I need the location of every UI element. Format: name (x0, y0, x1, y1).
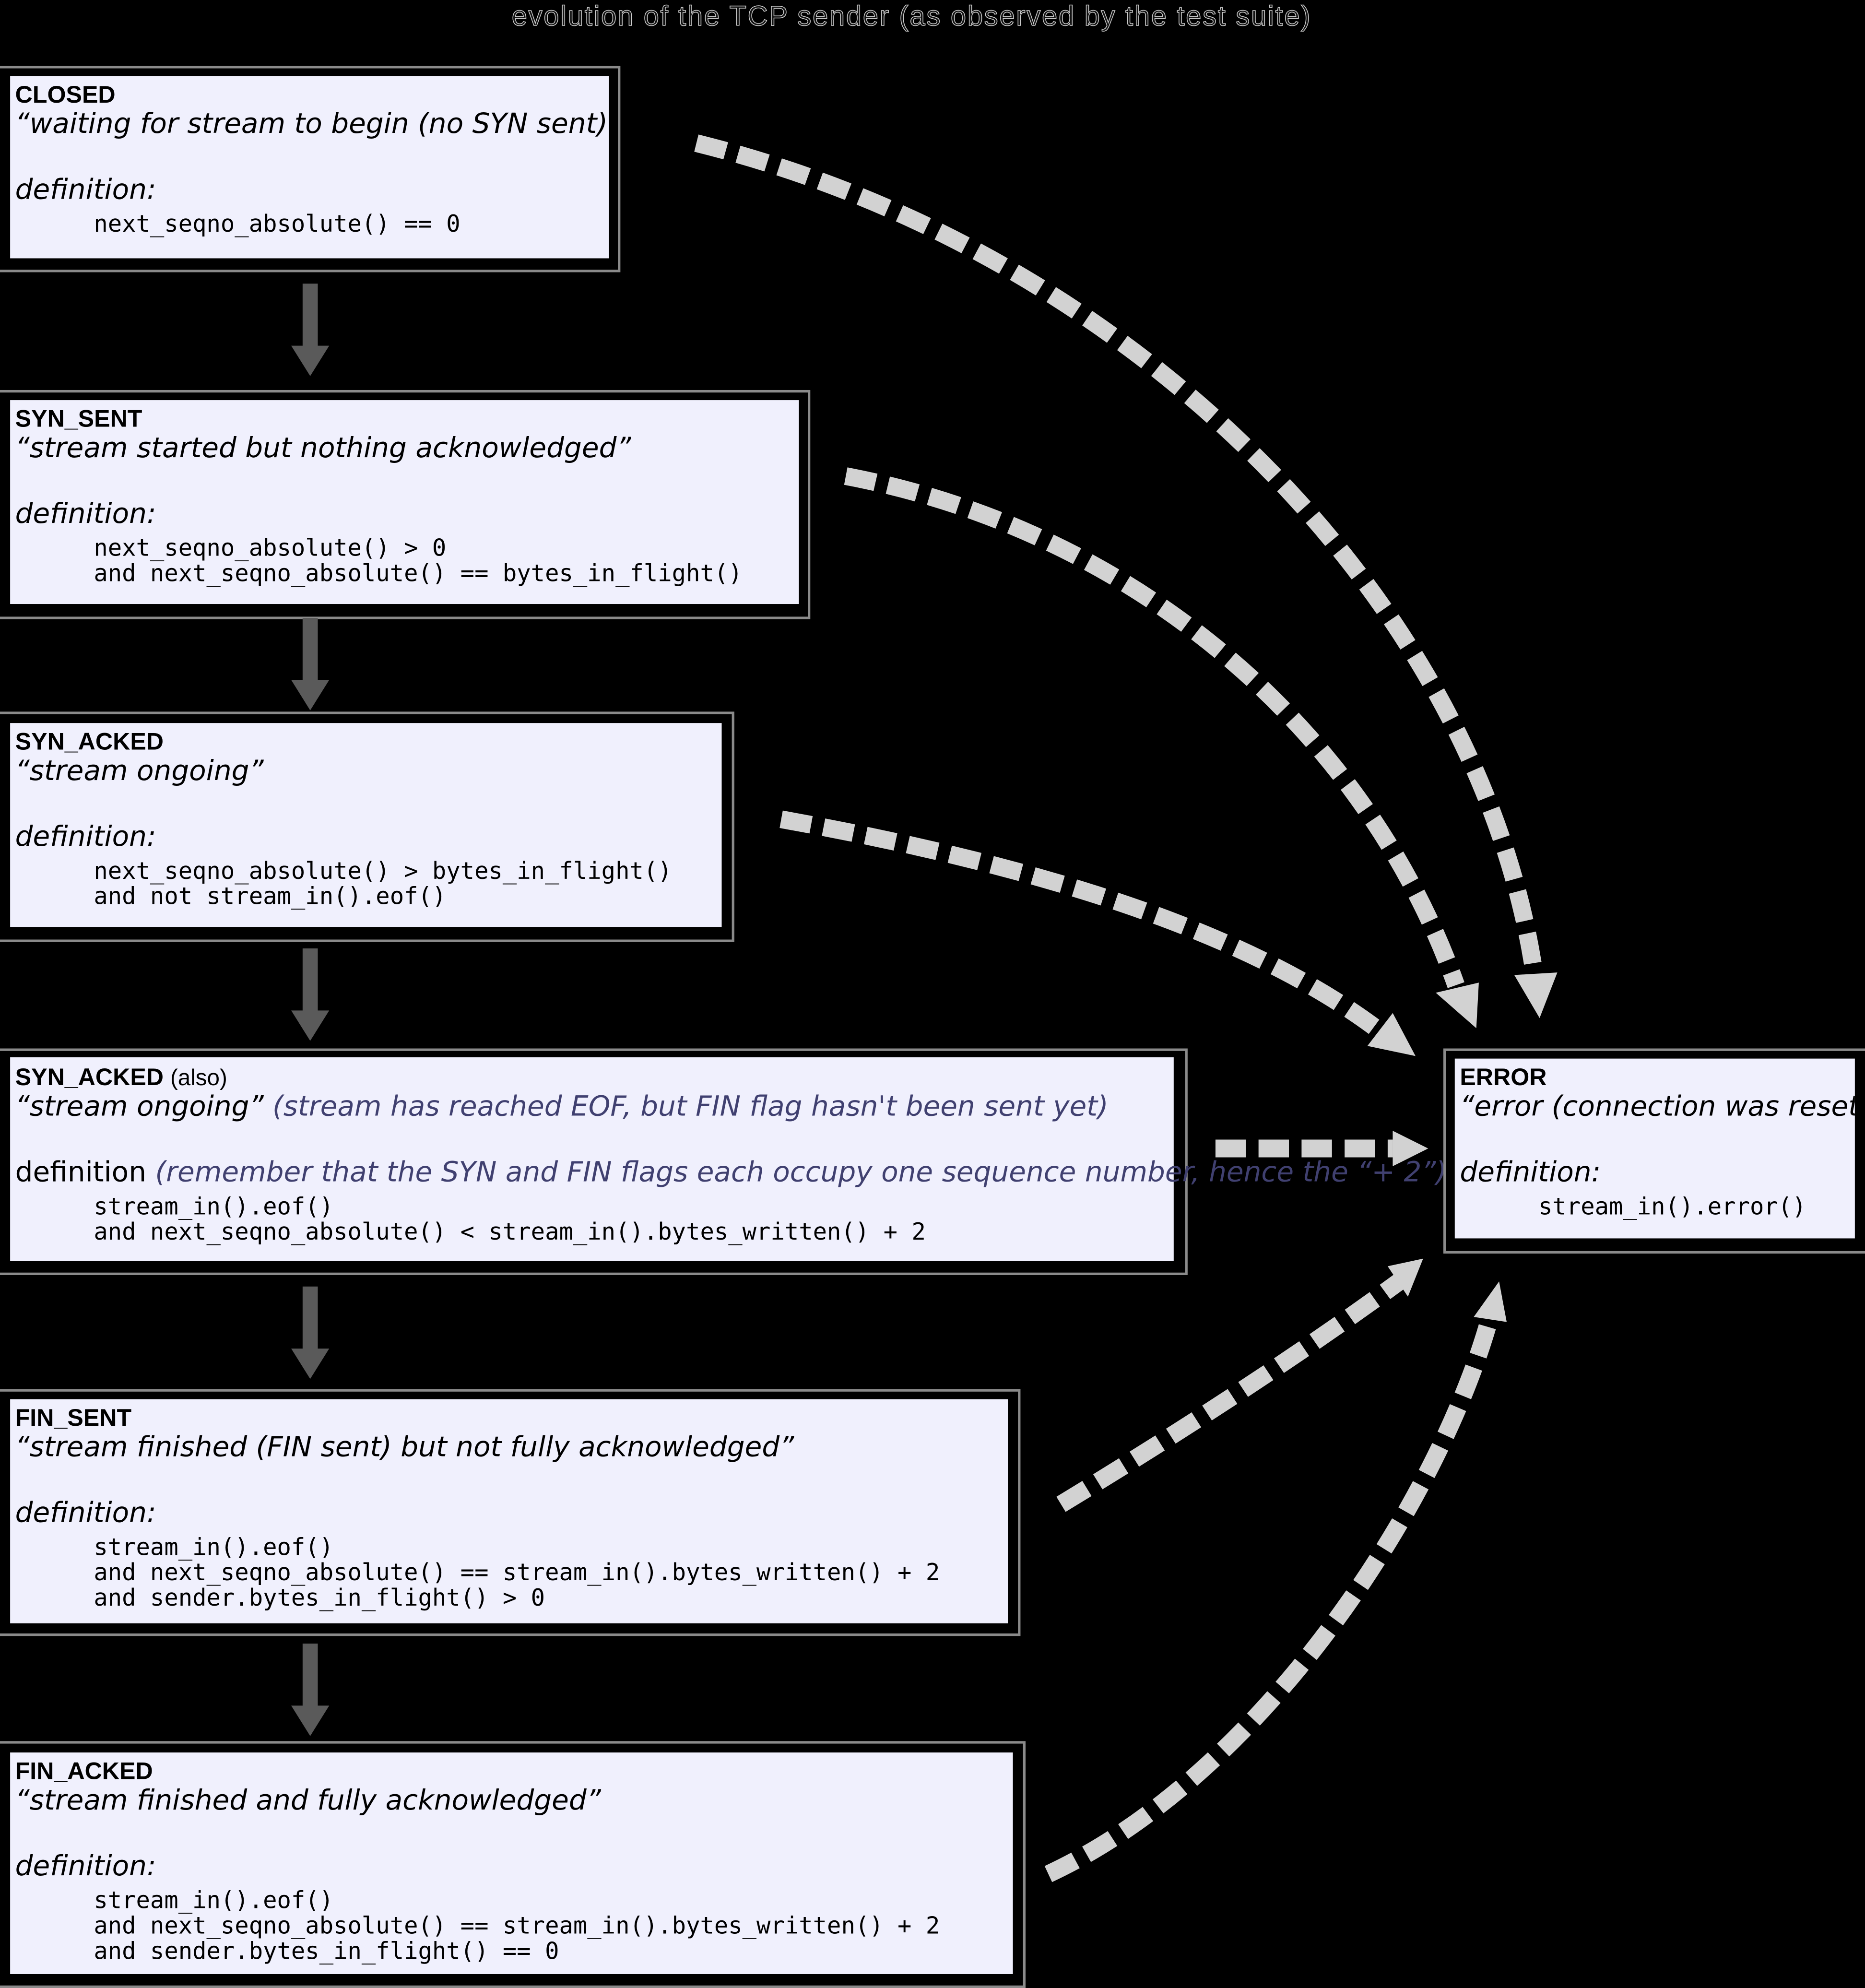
definition-line: next_seqno_absolute() == 0 (94, 211, 460, 238)
definition-lines: next_seqno_absolute() == 0 (94, 211, 609, 238)
state-description-row: “stream ongoing” (stream has reached EOF… (15, 1091, 1174, 1124)
definition-line: and next_seqno_absolute() == stream_in()… (94, 1560, 940, 1587)
definition-label-row: definition (remember that the SYN and FI… (15, 1157, 1456, 1189)
definition-lines: next_seqno_absolute() > 0 and next_seqno… (94, 535, 799, 588)
state-description: “waiting for stream to begin (no SYN sen… (15, 108, 609, 141)
definition-label: definition (15, 1157, 147, 1189)
dashed-transition-arrow (1215, 1131, 1428, 1166)
definition-line: next_seqno_absolute() > bytes_in_flight(… (94, 858, 672, 886)
state-name: SYN_ACKED (15, 729, 164, 756)
definition-line: stream_in().eof() (94, 1888, 334, 1915)
definition-label: definition: (1460, 1157, 1601, 1189)
state-syn-sent: SYN_SENT “stream started but nothing ack… (10, 400, 799, 604)
state-fin-sent: FIN_SENT “stream finished (FIN sent) but… (10, 1399, 1008, 1623)
definition-lines: stream_in().eof() and next_seqno_absolut… (94, 1535, 1008, 1612)
definition-lines: next_seqno_absolute() > bytes_in_flight(… (94, 858, 721, 911)
state-error: ERROR “error (connection was reset)” def… (1454, 1058, 1855, 1239)
state-description: “error (connection was reset)” (1460, 1091, 1855, 1124)
solid-transition-arrow (291, 1286, 330, 1379)
definition-line: stream_in().eof() (94, 1535, 334, 1562)
dashed-transition-arrow (779, 810, 1416, 1056)
state-closed: CLOSED “waiting for stream to begin (no … (10, 76, 609, 259)
solid-transition-arrow (291, 948, 330, 1041)
definition-lines: stream_in().error() (1538, 1195, 1855, 1221)
definition-label: definition: (15, 1498, 156, 1530)
state-description: “stream finished (FIN sent) but not full… (15, 1432, 794, 1464)
solid-transition-arrow (291, 618, 330, 710)
state-name-extra: (also) (170, 1065, 227, 1090)
definition-label: definition: (15, 175, 156, 207)
state-syn-acked-also: SYN_ACKED (also) “stream ongoing” (strea… (10, 1057, 1456, 1261)
definition-lines: stream_in().eof() and next_seqno_absolut… (94, 1195, 1173, 1246)
state-description: “stream started but nothing acknowledged… (15, 433, 631, 465)
definition-line: and not stream_in().eof() (94, 884, 447, 911)
dashed-transition-arrow (694, 134, 1558, 1018)
state-name: SYN_ACKED (15, 1065, 164, 1092)
state-name: CLOSED (15, 82, 116, 109)
state-description: “stream finished and fully acknowledged” (15, 1785, 601, 1817)
definition-line: next_seqno_absolute() > 0 (94, 535, 447, 562)
definition-line: and next_seqno_absolute() == stream_in()… (94, 1913, 940, 1940)
diagram-title: evolution of the TCP sender (as observed… (511, 0, 1312, 32)
definition-line: and next_seqno_absolute() < stream_in().… (94, 1219, 926, 1246)
definition-label: definition: (15, 498, 156, 531)
state-description-note: (stream has reached EOF, but FIN flag ha… (272, 1091, 1109, 1124)
definition-line: stream_in().error() (1538, 1194, 1806, 1221)
definition-line: stream_in().eof() (94, 1194, 334, 1221)
definition-line: and sender.bytes_in_flight() == 0 (94, 1939, 559, 1965)
definition-label: definition: (15, 1851, 156, 1883)
state-description: “stream ongoing” (15, 756, 264, 788)
state-name: FIN_ACKED (15, 1759, 153, 1786)
definition-label: definition: (15, 822, 156, 854)
definition-line: and sender.bytes_in_flight() > 0 (94, 1585, 545, 1612)
state-name: SYN_SENT (15, 406, 142, 433)
solid-transition-arrow (291, 1644, 330, 1736)
definition-note: (remember that the SYN and FIN flags eac… (155, 1157, 1456, 1189)
state-fin-acked: FIN_ACKED “stream finished and fully ack… (10, 1752, 1013, 1974)
solid-transition-arrow (291, 284, 330, 376)
state-name: FIN_SENT (15, 1405, 132, 1432)
definition-line: and next_seqno_absolute() == bytes_in_fl… (94, 561, 743, 588)
definition-lines: stream_in().eof() and next_seqno_absolut… (94, 1889, 1013, 1965)
dashed-transition-arrow (1056, 1258, 1423, 1512)
state-name-row: SYN_ACKED (also) (15, 1064, 1174, 1093)
dashed-transition-arrow (844, 467, 1479, 1029)
state-description: “stream ongoing” (15, 1091, 264, 1124)
state-syn-acked: SYN_ACKED “stream ongoing” definition: n… (10, 723, 722, 927)
state-name: ERROR (1460, 1065, 1547, 1092)
dashed-transition-arrow (1044, 1281, 1507, 1882)
